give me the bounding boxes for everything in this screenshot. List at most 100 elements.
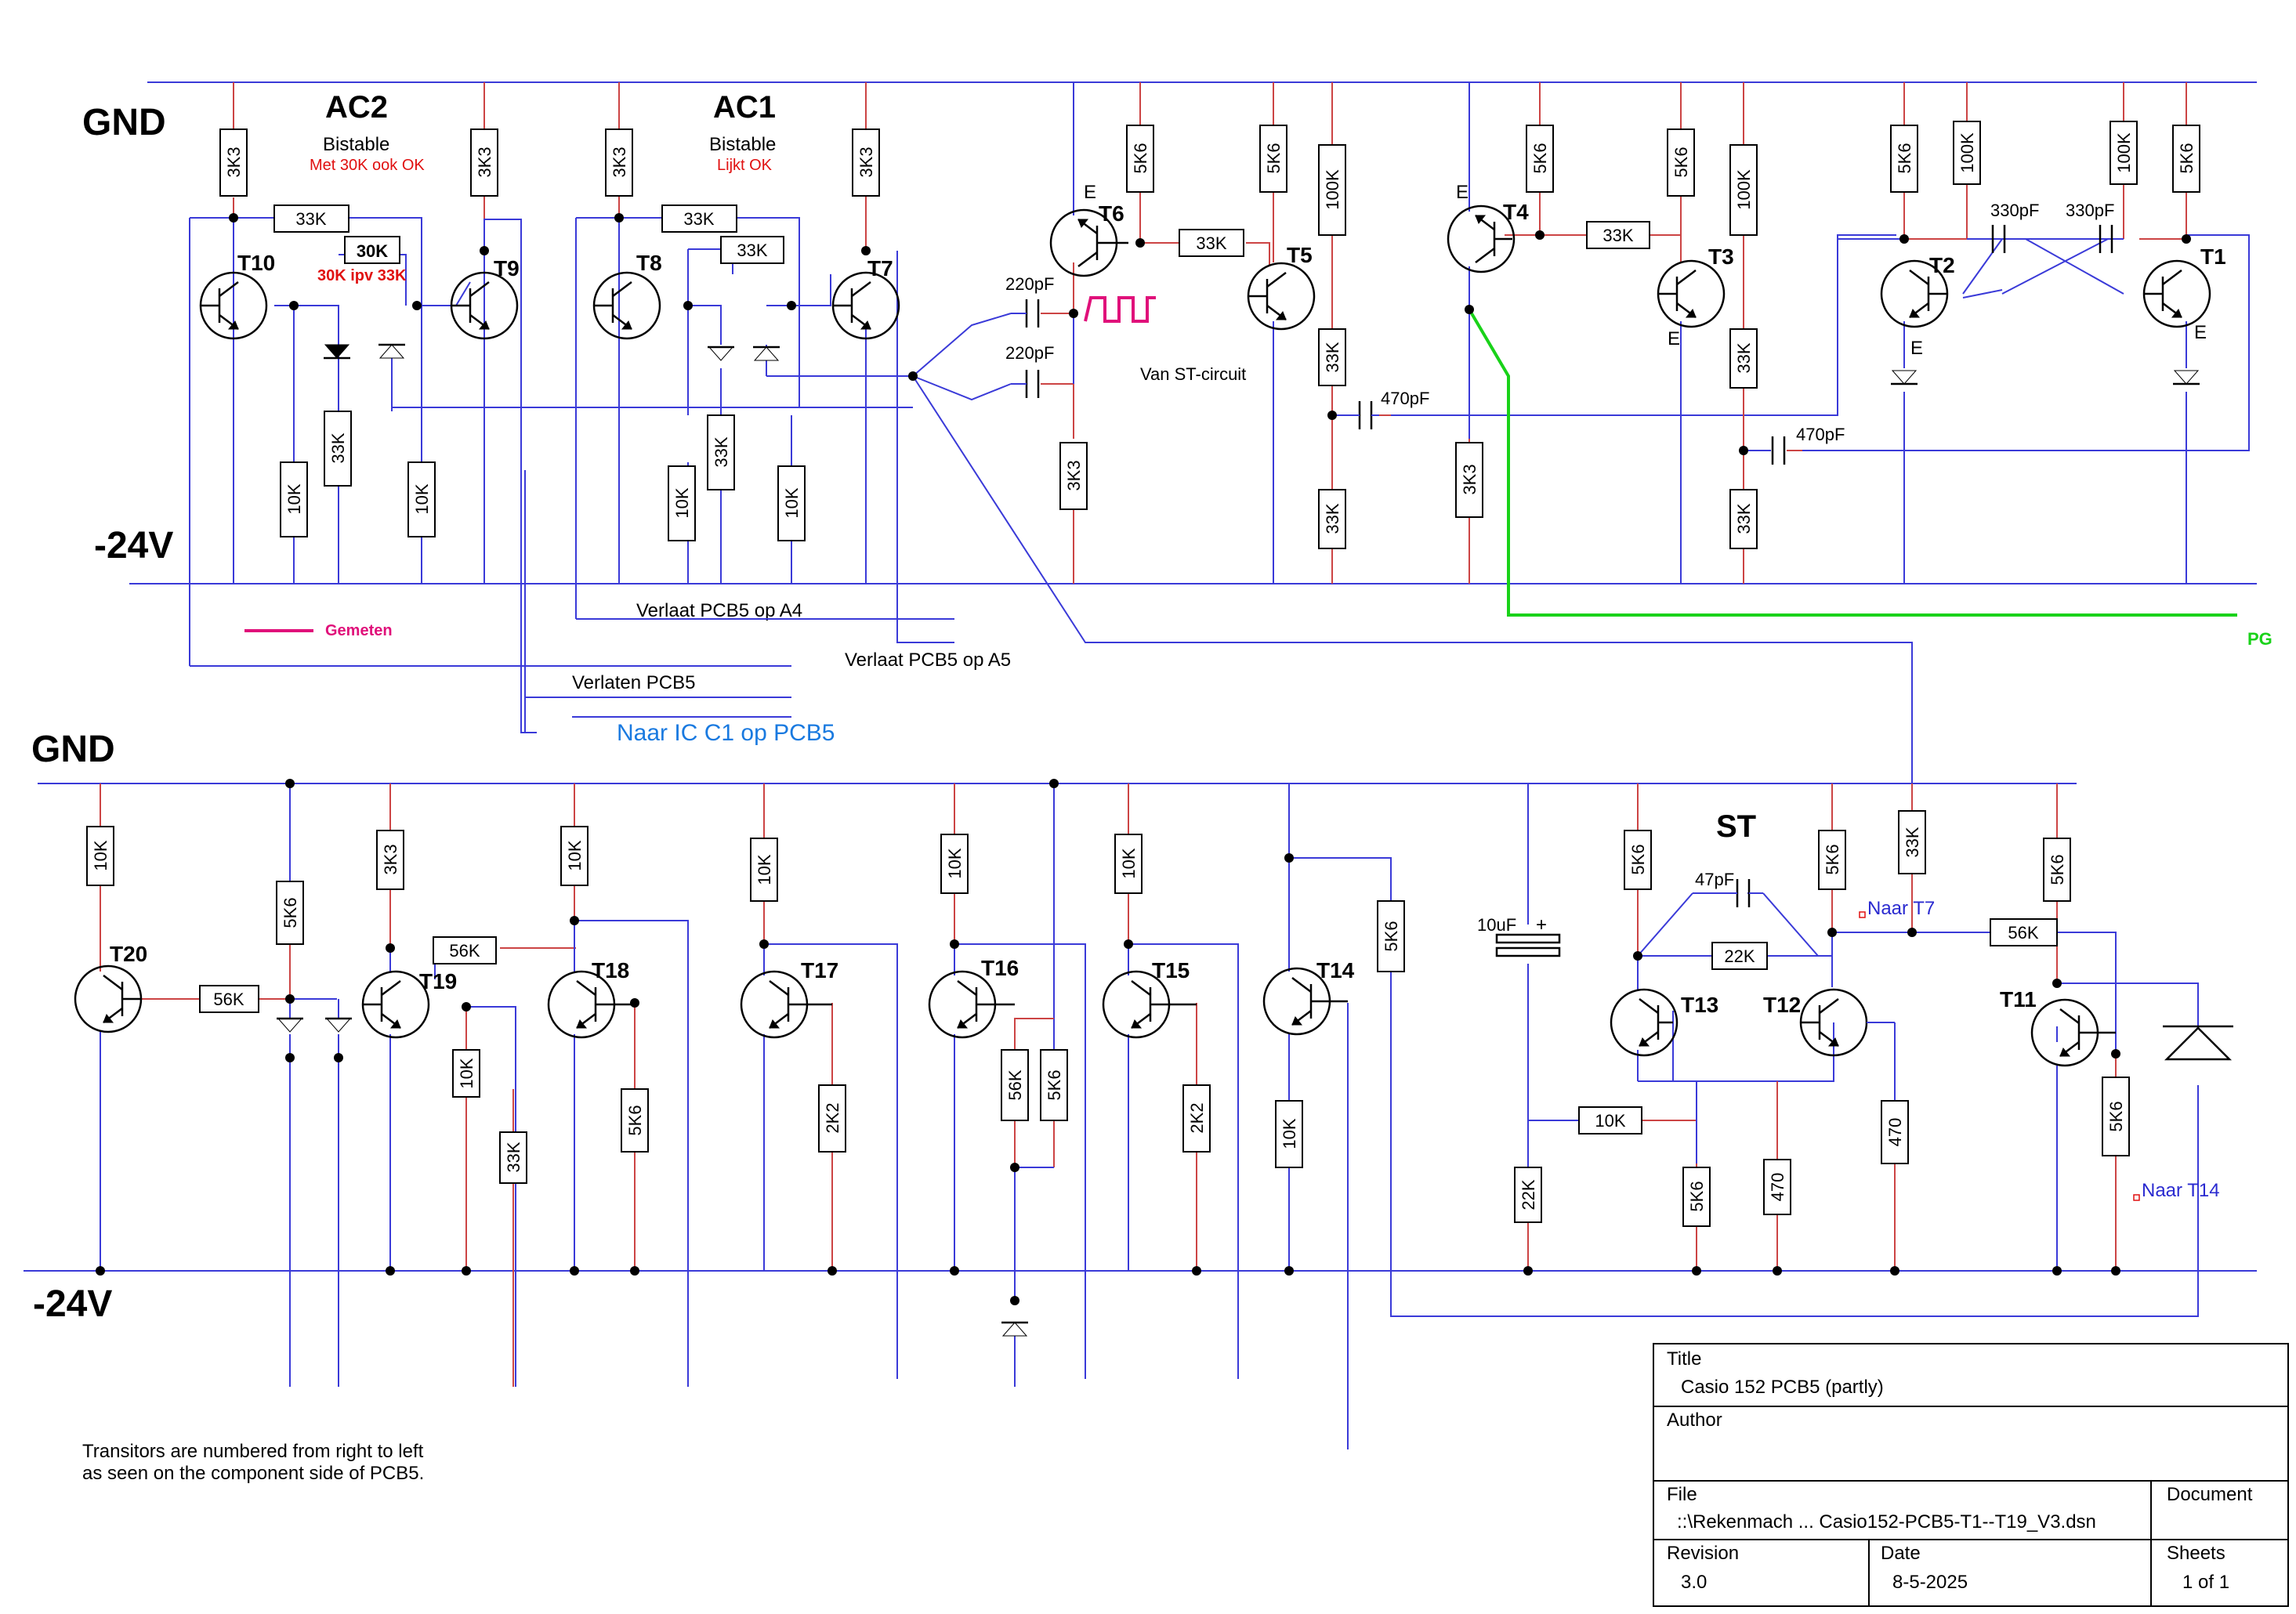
svg-text:10K: 10K (1595, 1111, 1625, 1131)
numbering-note-line2: as seen on the component side of PCB5. (82, 1463, 424, 1484)
revision-value: 3.0 (1681, 1572, 1707, 1593)
resistor-r-5k6-t16: 5K6 (1040, 1049, 1068, 1121)
transistor-t3 (1657, 259, 1726, 328)
svg-text:33K: 33K (1196, 233, 1226, 253)
gnd-label-bottom: GND (31, 729, 115, 770)
resistor-r-5k6-t4: 5K6 (1526, 125, 1554, 193)
svg-text:3K3: 3K3 (610, 147, 629, 177)
svg-text:220pF: 220pF (1005, 343, 1054, 363)
transistor-t7 (831, 271, 900, 340)
svg-text:5K6: 5K6 (1382, 921, 1401, 951)
svg-text:56K: 56K (1005, 1069, 1025, 1100)
resistor-r-56k-t20: 56K (199, 985, 259, 1013)
svg-text:33K: 33K (712, 436, 731, 467)
transistor-t6 (1049, 208, 1128, 277)
svg-text:3K3: 3K3 (224, 147, 244, 177)
naar-t14-label: Naar T14 (2142, 1180, 2220, 1201)
transistor-t12 (1799, 988, 1895, 1057)
resistor-r-10k-ac1-left: 10K (668, 465, 696, 541)
svg-text:33K: 33K (1323, 342, 1342, 372)
gemeten-label: Gemeten (325, 622, 393, 639)
st-heading: ST (1716, 809, 1756, 844)
svg-text:33K: 33K (737, 241, 767, 260)
transistor-t15 (1102, 970, 1197, 1039)
svg-text:5K6: 5K6 (1823, 844, 1842, 874)
transistor-t9 (450, 271, 519, 340)
svg-text:5K6: 5K6 (1131, 143, 1150, 173)
svg-text:56K: 56K (449, 941, 480, 961)
resistor-r-3k3-ac1-right: 3K3 (852, 128, 880, 197)
ac1-heading: AC1 (713, 90, 776, 125)
pg-label: PG (2247, 629, 2272, 649)
svg-text:5K6: 5K6 (281, 897, 300, 928)
resistor-r-2k2-t17: 2K2 (818, 1084, 846, 1153)
transistor-t17 (740, 970, 832, 1039)
diode-t1 (2173, 370, 2200, 385)
resistor-r-5k6-t2: 5K6 (1890, 125, 1918, 193)
ac2-subheading: Bistable (323, 134, 389, 155)
label-t3: T3 (1708, 244, 1734, 269)
svg-text:5K6: 5K6 (2048, 854, 2067, 885)
resistor-r-5k6-t3: 5K6 (1667, 128, 1695, 197)
junction-dots (96, 213, 2191, 1305)
resistor-r-3k3-t6: 3K3 (1059, 442, 1088, 510)
svg-text:10K: 10K (782, 487, 802, 518)
pg-wire (1468, 308, 2237, 617)
verlaten-label: Verlaten PCB5 (572, 672, 695, 693)
resistor-r-33k-ac1-vert: 33K (707, 414, 735, 490)
resistor-r-22k-st: 22K (1711, 942, 1768, 970)
resistor-r-5k6-t18: 5K6 (621, 1088, 649, 1153)
diode-t16 (1001, 1321, 1028, 1337)
resistor-r-33k-ac1-b: 33K (720, 236, 784, 264)
label-e-t2: E (1910, 338, 1923, 359)
transistor-t13 (1610, 988, 1679, 1057)
svg-text:56K: 56K (2008, 923, 2038, 943)
resistor-r-33k-ac2-vert: 33K (324, 411, 352, 487)
diode-t11 (2163, 1025, 2233, 1061)
label-t8: T8 (636, 251, 662, 275)
resistor-r-5k6-t13: 5K6 (1624, 830, 1652, 890)
capacitor-220pf-b: 220pF (1005, 343, 1054, 398)
svg-text:470pF: 470pF (1381, 389, 1429, 408)
diodes (277, 343, 2233, 1337)
label-t1: T1 (2200, 244, 2226, 269)
transistor-t2 (1880, 259, 1949, 328)
resistor-r-30k-ac2: 30K (344, 236, 400, 264)
label-t6: T6 (1099, 201, 1124, 226)
resistor-r-33k-t3-a: 33K (1729, 328, 1758, 389)
revision-label: Revision (1667, 1543, 1739, 1564)
svg-text:10K: 10K (284, 483, 304, 514)
label-t18: T18 (592, 958, 629, 983)
resistor-r-10k-ac2-right: 10K (407, 461, 436, 537)
label-t10: T10 (237, 251, 275, 275)
resistor-r-3k3-t4: 3K3 (1455, 442, 1483, 518)
svg-text:33K: 33K (1734, 342, 1754, 373)
resistor-r-3k3-t19: 3K3 (376, 830, 404, 890)
resistor-r-33k-t19: 33K (499, 1131, 527, 1184)
resistor-r-100k-t3: 100K (1729, 144, 1758, 236)
svg-text:10K: 10K (672, 487, 692, 518)
resistor-r-33k-t6-t5: 33K (1179, 229, 1244, 257)
svg-text:+: + (1536, 914, 1547, 935)
resistor-r-56k-t19: 56K (433, 936, 497, 964)
label-t19: T19 (419, 969, 457, 993)
square-wave-icon (1084, 296, 1156, 323)
transistor-t11 (2030, 998, 2116, 1067)
label-t13: T13 (1681, 993, 1718, 1017)
svg-text:5K6: 5K6 (2177, 143, 2196, 173)
resistor-r-33k-t4-t3: 33K (1586, 221, 1650, 249)
svg-text:33K: 33K (1323, 503, 1342, 534)
svg-text:33K: 33K (504, 1142, 523, 1172)
date-label: Date (1881, 1543, 1921, 1564)
svg-text:220pF: 220pF (1005, 274, 1054, 294)
transistor-t19 (361, 970, 430, 1039)
resistor-r-33k-ac1: 33K (661, 204, 737, 233)
resistor-r-2k2-t15: 2K2 (1182, 1084, 1211, 1153)
svg-text:47pF: 47pF (1695, 870, 1734, 889)
label-t5: T5 (1287, 243, 1313, 267)
resistor-r-5k6-t14: 5K6 (1377, 900, 1405, 972)
transistor-t14 (1262, 967, 1348, 1036)
numbering-note-line1: Transitors are numbered from right to le… (82, 1441, 424, 1462)
gnd-label-top: GND (82, 102, 166, 143)
svg-text:5K6: 5K6 (1671, 147, 1691, 177)
